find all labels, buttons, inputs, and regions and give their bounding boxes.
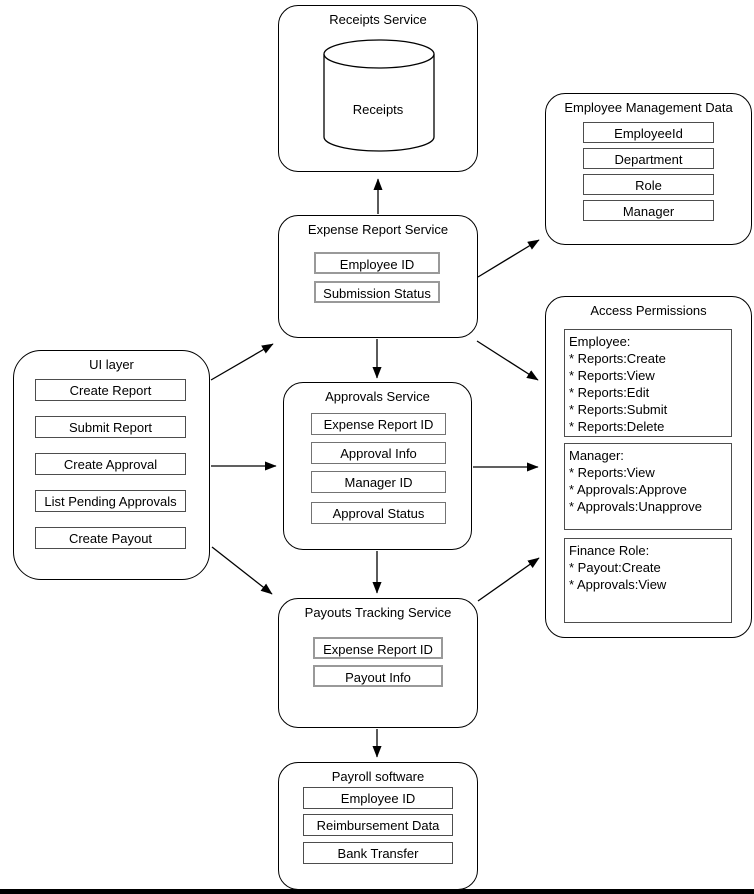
field-role: Role xyxy=(583,174,714,195)
expense-report-service-title: Expense Report Service xyxy=(307,222,449,237)
field-create-payout: Create Payout xyxy=(35,527,186,549)
permissions-manager-group: Manager: * Reports:View * Approvals:Appr… xyxy=(564,443,732,530)
field-employee-id: Employee ID xyxy=(314,252,440,274)
receipts-service-title: Receipts Service xyxy=(329,12,427,27)
field-employee-id-payroll: Employee ID xyxy=(303,787,453,809)
field-manager: Manager xyxy=(583,200,714,221)
arrow-payouts-to-access xyxy=(477,557,540,602)
employee-management-data-box: Employee Management Data EmployeeId Depa… xyxy=(545,93,752,245)
field-payout-info: Payout Info xyxy=(313,665,443,687)
payouts-tracking-service-title: Payouts Tracking Service xyxy=(304,605,452,620)
receipts-service-box: Receipts Service Receipts xyxy=(278,5,478,172)
access-permissions-title: Access Permissions xyxy=(590,303,707,318)
field-list-pending-approvals: List Pending Approvals xyxy=(35,490,186,512)
field-submission-status: Submission Status xyxy=(314,281,440,303)
permissions-employee-group: Employee: * Reports:Create * Reports:Vie… xyxy=(564,329,732,437)
arrow-ui-to-expense xyxy=(210,343,274,381)
field-manager-id: Manager ID xyxy=(311,471,446,493)
approvals-service-box: Approvals Service Expense Report ID Appr… xyxy=(283,382,472,550)
employee-management-data-title: Employee Management Data xyxy=(564,100,733,115)
access-permissions-box: Access Permissions Employee: * Reports:C… xyxy=(545,296,752,638)
arrow-expense-to-access xyxy=(476,340,539,381)
field-approval-info: Approval Info xyxy=(311,442,446,464)
bottom-edge-bar xyxy=(0,889,754,894)
field-expense-report-id-payouts: Expense Report ID xyxy=(313,637,443,659)
field-employeeid: EmployeeId xyxy=(583,122,714,143)
field-bank-transfer: Bank Transfer xyxy=(303,842,453,864)
receipts-db-label: Receipts xyxy=(352,102,404,117)
payouts-tracking-service-box: Payouts Tracking Service Expense Report … xyxy=(278,598,478,728)
payroll-software-box: Payroll software Employee ID Reimburseme… xyxy=(278,762,478,890)
expense-report-service-box: Expense Report Service Employee ID Submi… xyxy=(278,215,478,338)
arrow-expense-to-employee-mgmt xyxy=(477,239,540,278)
field-department: Department xyxy=(583,148,714,169)
field-submit-report: Submit Report xyxy=(35,416,186,438)
field-approval-status: Approval Status xyxy=(311,502,446,524)
permissions-finance-group: Finance Role: * Payout:Create * Approval… xyxy=(564,538,732,623)
arrow-ui-to-payouts xyxy=(211,546,273,595)
ui-layer-box: UI layer Create Report Submit Report Cre… xyxy=(13,350,210,580)
ui-layer-title: UI layer xyxy=(89,357,134,372)
database-cylinder-icon xyxy=(323,39,435,152)
approvals-service-title: Approvals Service xyxy=(325,389,430,404)
payroll-software-title: Payroll software xyxy=(331,769,425,784)
field-expense-report-id: Expense Report ID xyxy=(311,413,446,435)
field-create-report: Create Report xyxy=(35,379,186,401)
field-reimbursement-data: Reimbursement Data xyxy=(303,814,453,836)
field-create-approval: Create Approval xyxy=(35,453,186,475)
